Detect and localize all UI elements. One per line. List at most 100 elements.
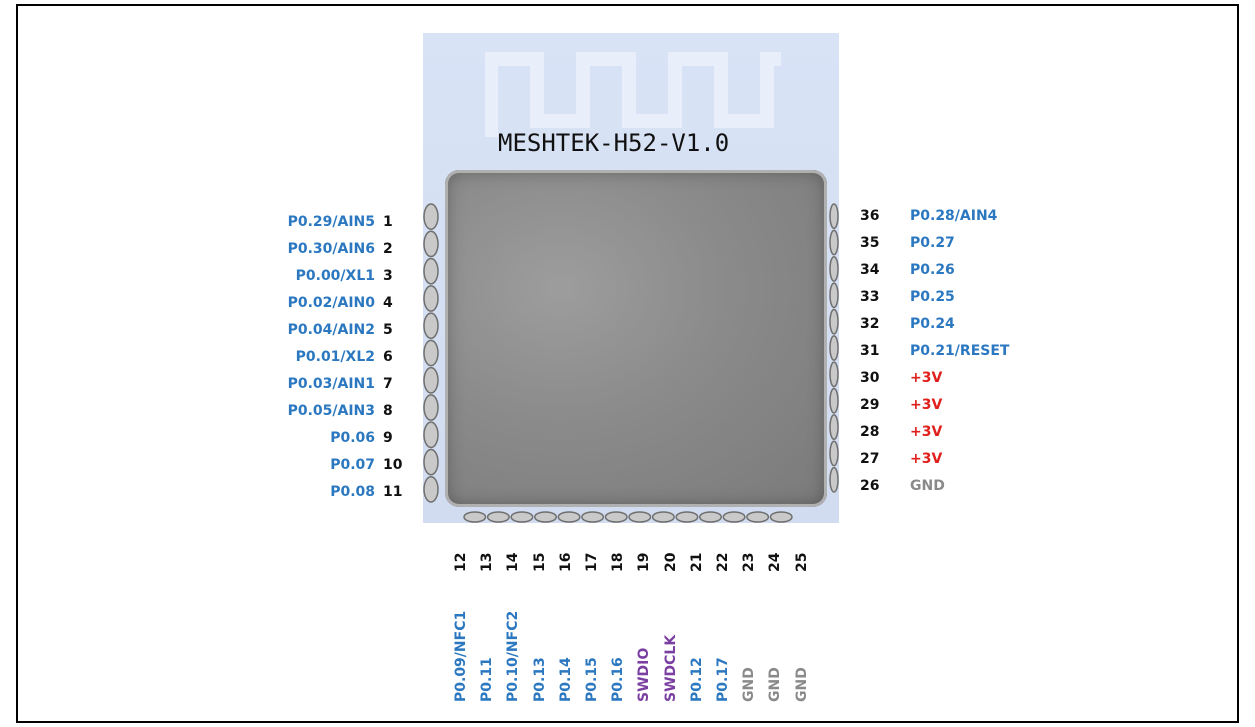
edge-right-pad xyxy=(829,361,839,388)
pin-label-10: P0.07 xyxy=(330,457,375,473)
pin-number-2: 2 xyxy=(383,241,393,257)
edge-left-pad xyxy=(423,230,439,258)
edge-left-pad xyxy=(423,312,439,340)
pin-number-31: 31 xyxy=(860,343,880,359)
pin-label-11: P0.08 xyxy=(330,484,375,500)
pin-number-13: 13 xyxy=(479,552,496,572)
pin-number-29: 29 xyxy=(860,397,880,413)
pin-row-2: P0.30/AIN6 2 xyxy=(215,240,405,258)
edge-bottom-pad xyxy=(698,511,723,523)
pin-number-9: 9 xyxy=(383,430,393,446)
pin-label-21: P0.12 xyxy=(688,657,705,702)
pin-label-23: GND xyxy=(741,667,758,702)
pin-label-9: P0.06 xyxy=(330,430,375,446)
edge-right-pad xyxy=(829,466,839,493)
pin-label-34: P0.26 xyxy=(910,262,955,278)
pin-row-35: 35 P0.27 xyxy=(860,234,1080,252)
pin-number-6: 6 xyxy=(383,349,393,365)
pin-label-20: SWDCLK xyxy=(662,634,679,702)
pin-row-30: 30+3V xyxy=(860,369,1080,387)
edge-bottom-pad xyxy=(628,511,652,523)
pin-row-10: P0.07 10 xyxy=(215,456,405,474)
pin-label-7: P0.03/AIN1 xyxy=(287,376,375,392)
pin-label-29: +3V xyxy=(910,397,943,413)
edge-left-pad xyxy=(423,203,439,231)
pin-label-24: GND xyxy=(767,667,784,702)
edge-bottom-pad xyxy=(651,511,675,523)
pin-label-5: P0.04/AIN2 xyxy=(287,322,375,338)
pin-row-7: P0.03/AIN1 7 xyxy=(215,375,405,393)
edge-bottom-pad xyxy=(746,511,770,523)
rf-shield-can xyxy=(445,170,827,507)
pin-label-19: SWDIO xyxy=(636,647,653,702)
pin-number-28: 28 xyxy=(860,424,880,440)
pin-number-26: 26 xyxy=(860,478,880,494)
edge-right-pad xyxy=(829,414,839,441)
pin-label-30: +3V xyxy=(910,370,943,386)
pin-number-1: 1 xyxy=(383,214,393,230)
edge-right-pad xyxy=(829,229,839,256)
edge-left-pad xyxy=(423,339,439,367)
pin-number-22: 22 xyxy=(715,552,731,572)
edge-bottom-pad xyxy=(557,511,581,523)
pin-label-2: P0.30/AIN6 xyxy=(287,241,375,257)
module-board: MESHTEK-H52-V1.0 xyxy=(423,33,839,523)
pin-label-28: +3V xyxy=(910,424,943,440)
pin-label-3: P0.00/XL1 xyxy=(295,268,375,284)
edge-left-pad xyxy=(423,475,439,503)
pin-number-35: 35 xyxy=(860,235,880,251)
pin-number-18: 18 xyxy=(610,552,627,572)
pin-number-12: 12 xyxy=(453,552,469,572)
edge-bottom-pad xyxy=(486,511,510,523)
pin-number-25: 25 xyxy=(793,552,810,572)
edge-bottom-pad xyxy=(510,511,534,523)
edge-left-pad xyxy=(423,285,439,312)
pin-row-9: P0.06 9 xyxy=(215,429,405,447)
pin-row-6: P0.01/XL2 6 xyxy=(215,348,405,366)
pin-label-26: GND xyxy=(910,478,945,494)
pin-number-20: 20 xyxy=(662,552,679,572)
pin-label-1: P0.29/AIN5 xyxy=(287,214,375,230)
edge-left-pad xyxy=(423,366,439,394)
pin-number-4: 4 xyxy=(383,295,393,311)
pin-number-3: 3 xyxy=(383,268,393,284)
edge-left-pad xyxy=(423,421,439,449)
right-castellated-pads xyxy=(829,203,839,493)
pin-label-12: P0.09/NFC1 xyxy=(453,610,469,702)
pin-label-33: P0.25 xyxy=(910,289,955,305)
edge-right-pad xyxy=(829,308,839,335)
pin-label-36: P0.28/AIN4 xyxy=(910,208,998,224)
pin-number-11: 11 xyxy=(383,484,403,500)
edge-right-pad xyxy=(829,255,839,282)
pin-number-7: 7 xyxy=(383,376,393,392)
edge-right-pad xyxy=(829,203,839,230)
pin-row-27: 27+3V xyxy=(860,450,1080,468)
pin-number-15: 15 xyxy=(531,552,548,572)
pin-label-22: P0.17 xyxy=(715,657,731,702)
pin-label-6: P0.01/XL2 xyxy=(295,349,375,365)
pin-label-35: P0.27 xyxy=(910,235,955,251)
pin-number-10: 10 xyxy=(383,457,403,473)
edge-right-pad xyxy=(829,387,839,414)
pin-number-16: 16 xyxy=(557,552,574,572)
left-castellated-pads xyxy=(423,203,439,503)
pin-label-14: P0.10/NFC2 xyxy=(505,610,522,702)
edge-left-pad xyxy=(423,448,439,476)
pin-label-16: P0.14 xyxy=(557,657,574,702)
edge-left-pad xyxy=(423,394,439,421)
pin-number-23: 23 xyxy=(741,552,758,572)
pin-row-11: P0.08 11 xyxy=(215,483,405,501)
bottom-castellated-pads xyxy=(463,511,793,523)
pin-label-8: P0.05/AIN3 xyxy=(287,403,375,419)
